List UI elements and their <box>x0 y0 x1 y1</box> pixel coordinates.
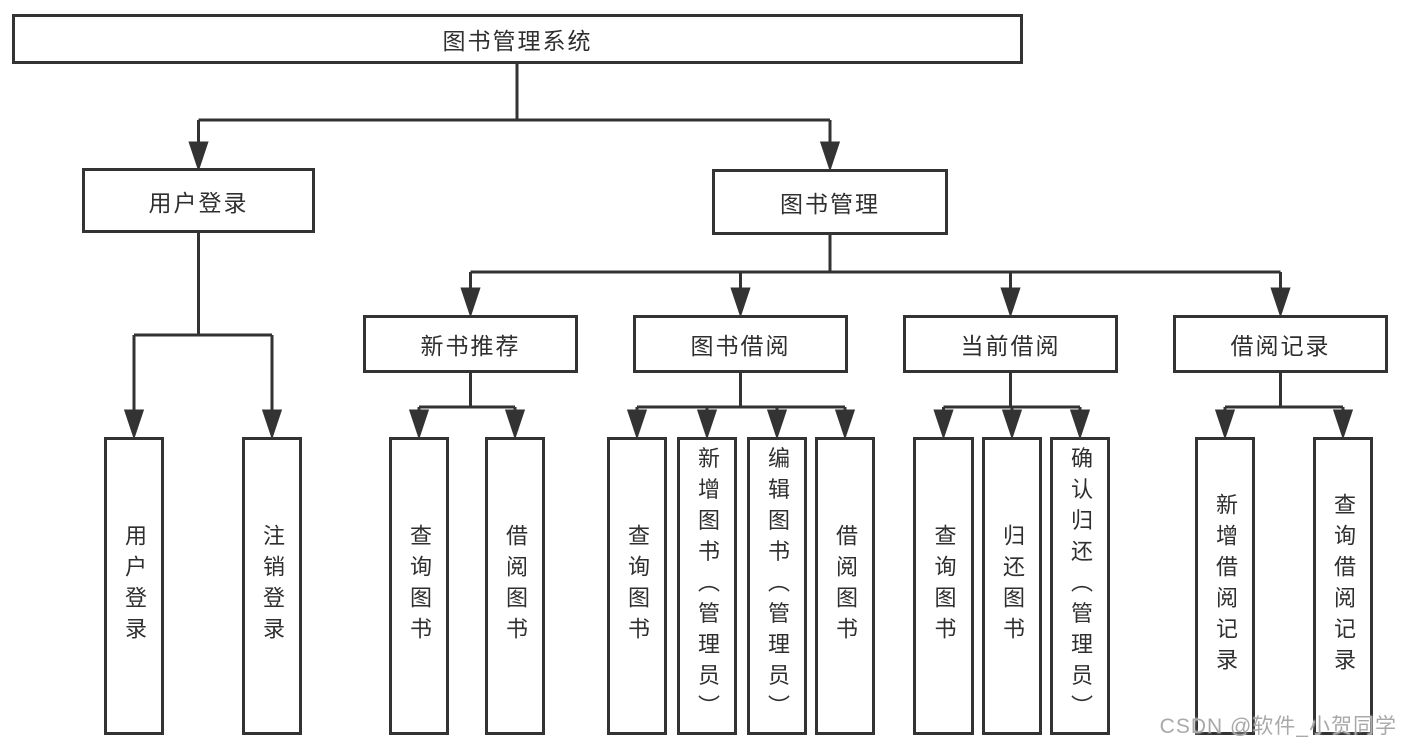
node-current-borrowing: 当前借阅 <box>903 315 1118 373</box>
node-label: 借阅图书 <box>503 524 528 648</box>
watermark: CSDN @软件_小贺同学 <box>1159 715 1397 738</box>
connector-book-mgmt-to-level3 <box>460 235 1291 318</box>
node-confirm-return-admin: 确认归还（管理员） <box>1050 437 1110 735</box>
node-query-books-current: 查询图书 <box>913 437 974 735</box>
connector-new-book-rec-to-children <box>408 373 526 440</box>
node-borrowing-records: 借阅记录 <box>1173 315 1388 373</box>
node-return-books: 归还图书 <box>982 437 1042 735</box>
node-user-login: 用户登录 <box>82 168 315 233</box>
node-label: 用户登录 <box>148 189 249 216</box>
node-label: 新增借阅记录 <box>1213 493 1238 679</box>
node-add-borrow-record: 新增借阅记录 <box>1195 437 1255 735</box>
node-label: 查询图书 <box>407 524 432 648</box>
node-label: 图书借阅 <box>690 333 791 359</box>
node-new-book-recommendation: 新书推荐 <box>363 315 578 373</box>
node-query-borrow-record: 查询借阅记录 <box>1313 437 1373 735</box>
node-label: 用户登录 <box>122 524 147 648</box>
node-query-books-borrow: 查询图书 <box>607 437 667 735</box>
connector-root-to-level2 <box>188 64 841 172</box>
node-query-books-rec: 查询图书 <box>389 437 449 735</box>
node-label: 注销登录 <box>260 524 285 648</box>
connector-user-login-to-children <box>123 233 283 440</box>
node-label: 新增图书（管理员） <box>695 446 720 726</box>
node-label: 查询图书 <box>625 524 650 648</box>
node-label: 查询图书 <box>931 524 957 648</box>
node-book-borrowing: 图书借阅 <box>633 315 848 373</box>
node-add-books-admin: 新增图书（管理员） <box>677 437 737 735</box>
node-library-management-system: 图书管理系统 <box>12 14 1023 64</box>
node-label: 借阅记录 <box>1230 333 1331 359</box>
node-label: 借阅图书 <box>833 524 858 648</box>
node-label: 图书管理系统 <box>442 28 593 54</box>
node-label: 当前借阅 <box>960 333 1061 359</box>
connector-book-borrow-to-children <box>626 373 856 440</box>
node-book-management: 图书管理 <box>712 169 948 235</box>
node-logout: 注销登录 <box>242 437 302 735</box>
node-borrow-books-rec: 借阅图书 <box>485 437 545 735</box>
node-borrow-books-leaf: 借阅图书 <box>815 437 875 735</box>
connector-current-borrow-to-children <box>933 373 1091 440</box>
node-label: 归还图书 <box>1000 524 1025 648</box>
node-edit-books-admin: 编辑图书（管理员） <box>747 437 807 735</box>
node-label: 编辑图书（管理员） <box>765 446 790 726</box>
connector-borrow-record-to-children <box>1214 373 1354 440</box>
node-user-login-leaf: 用户登录 <box>104 437 164 735</box>
node-label: 新书推荐 <box>420 333 521 359</box>
node-label: 确认归还（管理员） <box>1068 446 1093 726</box>
node-label: 查询借阅记录 <box>1331 493 1356 679</box>
node-label: 图书管理 <box>780 191 880 217</box>
